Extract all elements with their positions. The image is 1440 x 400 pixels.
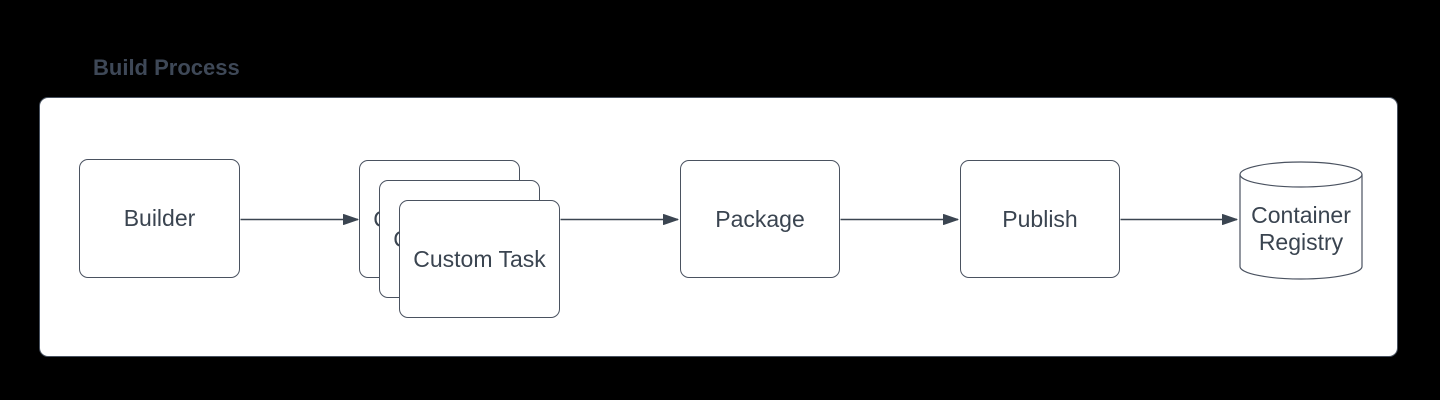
node-publish-label: Publish	[1002, 205, 1078, 232]
node-package-label: Package	[715, 205, 805, 232]
node-custom-task[interactable]: Custom Task	[399, 200, 560, 318]
node-custom-task-label: Custom Task	[413, 245, 546, 272]
page-title: Build Process	[93, 55, 240, 80]
node-builder-label: Builder	[123, 205, 196, 231]
node-package[interactable]: Package	[680, 160, 840, 278]
cylinder-shape-icon	[1239, 161, 1363, 280]
node-container-registry-label: Container Registry	[1251, 201, 1351, 255]
node-container-registry[interactable]: Container Registry	[1239, 161, 1363, 280]
node-publish[interactable]: Publish	[960, 160, 1120, 278]
node-builder[interactable]: Builder	[79, 159, 240, 278]
